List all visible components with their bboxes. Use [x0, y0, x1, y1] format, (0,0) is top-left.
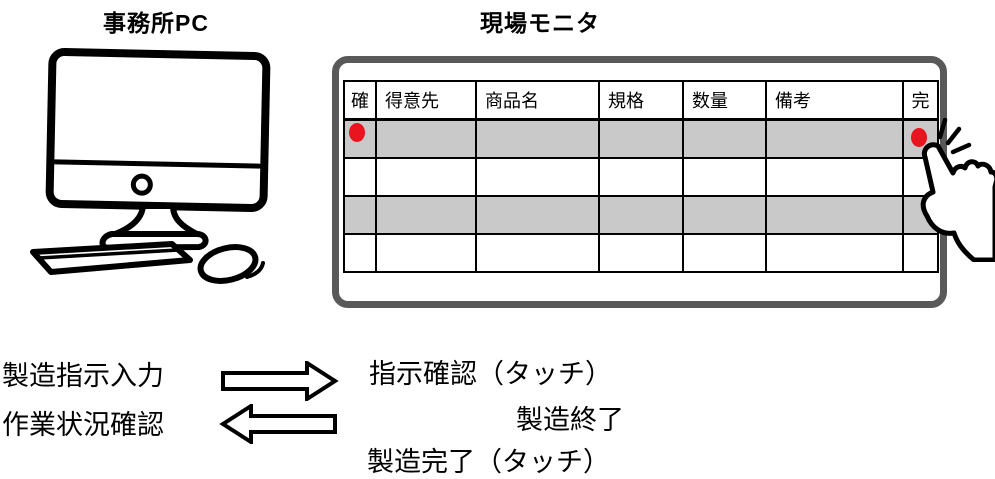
table-row [343, 118, 939, 159]
office-pc-label: 事務所PC [103, 10, 209, 36]
table-cell [375, 233, 477, 273]
arrow-right-icon [221, 361, 339, 401]
table-cell [598, 195, 684, 235]
pc-camera-dot [130, 173, 153, 196]
flow-input-label: 製造指示入力 [2, 361, 164, 391]
col-header-complete: 完 [902, 80, 939, 121]
flow-confirm-touch-label: 指示確認（タッチ） [369, 359, 612, 389]
table-cell [765, 195, 904, 235]
touch-hand-icon [920, 117, 995, 262]
table-cell [343, 233, 377, 273]
table-cell [598, 118, 684, 159]
complete-dot [911, 128, 927, 147]
arrow-left-icon [219, 404, 337, 444]
flow-end-label: 製造終了 [516, 405, 624, 435]
table-cell [682, 233, 767, 273]
table-cell [902, 233, 939, 273]
order-table: 確 得意先 商品名 規格 数量 備考 完 [343, 80, 939, 273]
table-cell [375, 157, 477, 197]
col-header-product: 商品名 [475, 80, 600, 121]
table-cell [765, 118, 904, 159]
table-cell [765, 157, 904, 197]
table-cell [375, 118, 477, 159]
table-cell [475, 195, 600, 235]
table-cell [475, 233, 600, 273]
desktop-computer-icon [30, 48, 271, 284]
col-header-spec: 規格 [598, 80, 684, 121]
table-cell [598, 233, 684, 273]
table-row [343, 233, 939, 273]
col-header-quantity: 数量 [682, 80, 767, 121]
flow-status-check-label: 作業状況確認 [2, 410, 164, 440]
table-cell [343, 195, 377, 235]
table-cell [343, 157, 377, 197]
table-header-row: 確 得意先 商品名 規格 数量 備考 完 [343, 80, 939, 121]
pc-screen [45, 48, 271, 212]
table-cell [682, 157, 767, 197]
table-cell [682, 118, 767, 159]
table-cell [375, 195, 477, 235]
table-row [343, 157, 939, 197]
table-cell [598, 157, 684, 197]
table-cell [682, 195, 767, 235]
col-header-notes: 備考 [765, 80, 904, 121]
pc-mouse [197, 244, 259, 284]
confirm-dot [349, 123, 365, 142]
table-cell [343, 118, 377, 159]
col-header-customer: 得意先 [375, 80, 477, 121]
table-cell [765, 233, 904, 273]
col-header-confirm: 確 [343, 80, 377, 121]
table-cell [475, 157, 600, 197]
flow-complete-touch-label: 製造完了（タッチ） [367, 447, 610, 477]
table-cell [475, 118, 600, 159]
table-row [343, 195, 939, 235]
monitor-label: 現場モニタ [480, 10, 600, 36]
